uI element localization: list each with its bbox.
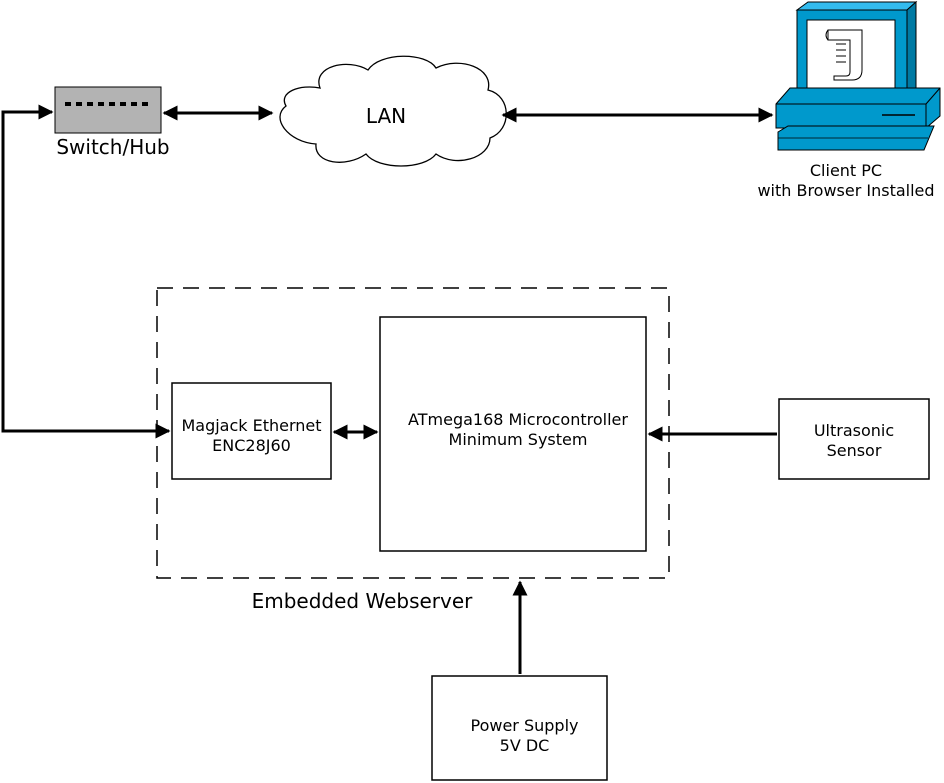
client-pc-label-line1: Client PC <box>809 161 883 180</box>
magjack-box <box>171 382 332 480</box>
lan-label: LAN <box>365 104 407 128</box>
power-supply-box <box>431 675 608 781</box>
power-supply-label-line1: Power Supply <box>470 716 579 735</box>
magjack-label-line2: ENC28J60 <box>212 436 291 455</box>
switch-magjack-link <box>1 104 171 439</box>
client-pc-label-line2: with Browser Installed <box>757 181 935 200</box>
magjack-label: Magjack Ethernet ENC28J60 <box>172 416 331 456</box>
switch-hub-icon <box>54 86 162 134</box>
mcu-label-line2: Minimum System <box>448 430 588 449</box>
power-supply-label: Power Supply 5V DC <box>437 716 612 756</box>
sensor-label: Ultrasonic Sensor <box>779 421 929 461</box>
sensor-label-line1: Ultrasonic <box>813 421 895 440</box>
webserver-label: Embedded Webserver <box>251 589 473 613</box>
power-supply-label-line2: 5V DC <box>499 736 550 755</box>
mcu-label: ATmega168 Microcontroller Minimum System <box>385 410 651 450</box>
magjack-label-line1: Magjack Ethernet <box>181 416 322 435</box>
sensor-label-line2: Sensor <box>826 441 882 460</box>
client-pc-icon <box>775 0 941 151</box>
lan-cloud-icon <box>279 55 507 167</box>
switch-hub-label: Switch/Hub <box>56 135 170 159</box>
client-pc-label: Client PC with Browser Installed <box>748 161 944 201</box>
mcu-label-line1: ATmega168 Microcontroller <box>408 410 628 429</box>
sensor-box <box>778 398 930 480</box>
mcu-box <box>379 316 647 552</box>
